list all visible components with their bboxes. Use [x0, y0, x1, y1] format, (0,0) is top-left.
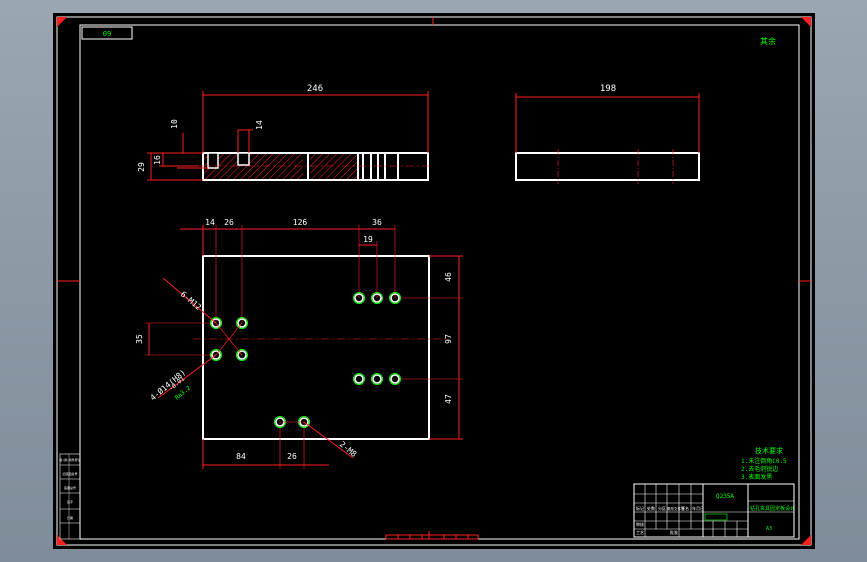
tb-label-1: 标记 — [636, 505, 644, 511]
roughness-note: 其余 — [760, 36, 776, 46]
drawing-viewport[interactable]: 09 其余 — [53, 13, 815, 549]
strip-5: 日期 — [67, 515, 73, 520]
hole-outer-5 — [371, 292, 383, 304]
tb-label-4: 更改文件号 — [667, 506, 685, 511]
hole-outer-8 — [371, 373, 383, 385]
top-view: 246 14 10 16 29 — [137, 84, 433, 181]
strip-4: 签字 — [67, 499, 73, 504]
notes-title: 技术要求 — [755, 446, 783, 455]
title-block: Q235A 钻孔夹具固定板设计 A3 标记 处数 分区 更改文件号 签名 年月日… — [633, 483, 795, 538]
hole-inner-0 — [211, 318, 221, 328]
note-1: 1.未注倒角C0.5 — [741, 457, 787, 465]
dim-top-b: 26 — [224, 218, 234, 227]
note-2: 2.去毛刺锐边 — [741, 465, 778, 473]
dim-right-a: 46 — [444, 272, 453, 282]
tb-label-5: 签名 — [681, 505, 689, 511]
dim-inner-height: 16 — [153, 155, 162, 165]
dim-top-c: 126 — [293, 218, 308, 227]
corner-mark-tl — [57, 17, 67, 27]
dim-slot-width: 14 — [255, 120, 264, 130]
drawing-number-box — [81, 26, 133, 40]
tb-name: 钻孔夹具固定板设计 — [750, 505, 795, 512]
hole-outer-7 — [353, 373, 365, 385]
tb-review: 审核 — [636, 521, 644, 527]
tb-label-3: 分区 — [658, 505, 666, 511]
note-3: 3.表面发黑 — [741, 473, 772, 481]
hole-inner-8 — [372, 374, 382, 384]
tb-process: 工艺 — [636, 530, 644, 535]
tb-label-2: 处数 — [647, 505, 655, 511]
dim-overall-width: 246 — [307, 84, 323, 94]
dim-left: 35 — [135, 334, 144, 344]
dim-bottom-b: 26 — [287, 452, 297, 461]
hole-inner-9 — [390, 374, 400, 384]
left-strip: 借(通)用件登记 旧底图总号 底图总号 签字 日期 — [59, 453, 81, 540]
callout-tap: 6-M12 — [179, 290, 203, 312]
dim-top-a: 14 — [205, 218, 215, 227]
bottom-ruler — [385, 531, 479, 540]
hole-outer-6 — [389, 292, 401, 304]
hole-inner-7 — [354, 374, 364, 384]
hole-inner-2 — [211, 350, 221, 360]
hole-inner-3 — [237, 350, 247, 360]
strip-3: 底图总号 — [64, 485, 76, 490]
corner-mark-tr — [801, 17, 811, 27]
dim-side-width: 198 — [600, 84, 616, 94]
strip-1: 借(通)用件登记 — [59, 457, 81, 462]
dim-right-b: 97 — [444, 334, 453, 344]
tb-approve: 批准 — [670, 529, 678, 535]
strip-2: 旧底图总号 — [62, 471, 77, 476]
hole-outer-0 — [210, 317, 222, 329]
corner-mark-bl — [57, 535, 67, 545]
tb-label-6: 年月日 — [692, 505, 704, 511]
sheet-outer-border — [56, 16, 812, 546]
dim-right-c: 47 — [444, 394, 453, 404]
hole-group — [210, 292, 401, 428]
drawing-number-tag: 09 — [103, 30, 111, 38]
hole-inner-4 — [354, 293, 364, 303]
dim-height: 29 — [137, 162, 146, 172]
hole-inner-1 — [237, 318, 247, 328]
tb-scale: A3 — [766, 526, 772, 532]
sheet-inner-border — [79, 24, 800, 540]
hole-outer-9 — [389, 373, 401, 385]
dim-bottom-a: 84 — [236, 452, 246, 461]
cad-drawing: 09 其余 — [56, 16, 812, 546]
dim-top-d: 36 — [372, 218, 382, 227]
dim-slot-depth: 10 — [170, 119, 179, 129]
hole-outer-1 — [236, 317, 248, 329]
hole-outer-4 — [353, 292, 365, 304]
tb-material: Q235A — [716, 493, 734, 500]
corner-mark-br — [801, 535, 811, 545]
hole-outer-2 — [210, 349, 222, 361]
hole-inner-5 — [372, 293, 382, 303]
plan-view: 14 26 126 36 19 46 97 47 35 — [135, 218, 463, 469]
dim-top-e: 19 — [363, 235, 373, 244]
hole-inner-6 — [390, 293, 400, 303]
technical-notes: 技术要求 1.未注倒角C0.5 2.去毛刺锐边 3.表面发黑 — [741, 446, 787, 481]
hole-outer-3 — [236, 349, 248, 361]
side-view: 198 — [515, 84, 700, 184]
